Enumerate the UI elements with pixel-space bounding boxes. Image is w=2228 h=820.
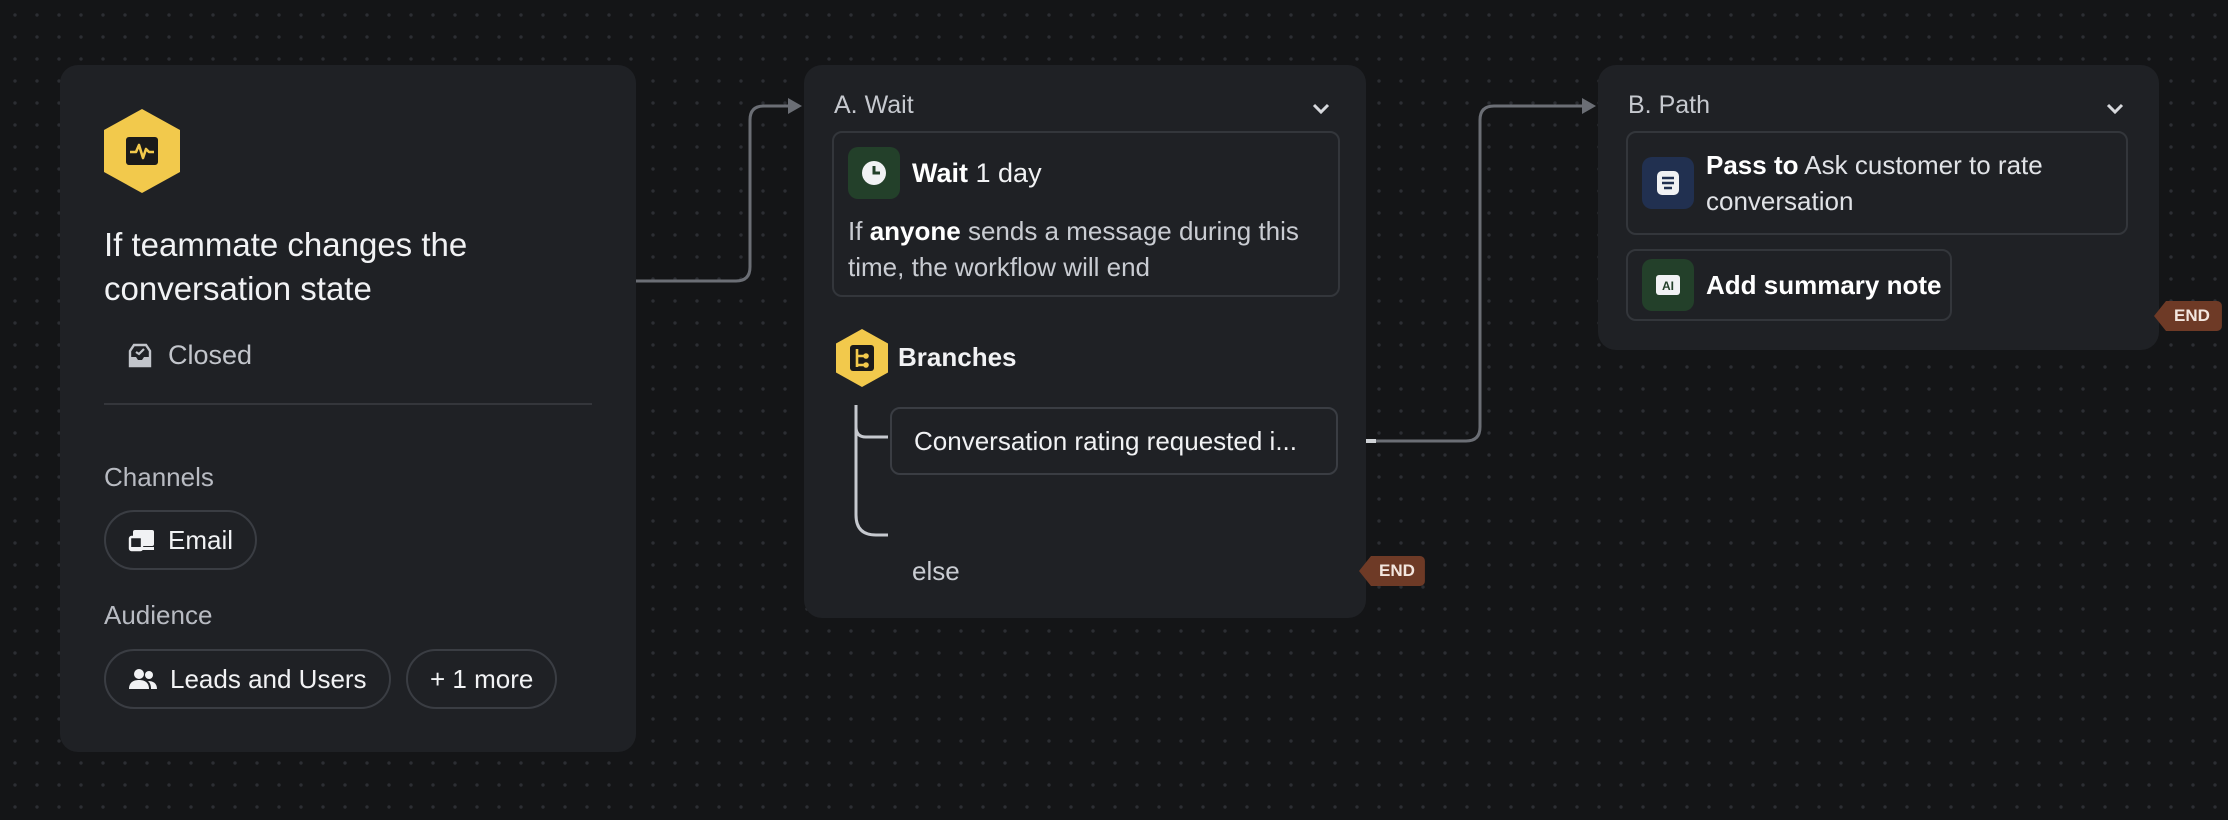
branches-label: Branches: [898, 342, 1017, 372]
trigger-card[interactable]: If teammate changes the conversation sta…: [60, 65, 636, 752]
note-label: Add summary note: [1706, 270, 1942, 300]
email-icon: [128, 530, 154, 552]
audience-label: Audience: [104, 600, 213, 630]
wait-icon-tile: [848, 147, 900, 199]
svg-text:AI: AI: [1662, 279, 1674, 293]
else-branch[interactable]: else: [912, 556, 960, 586]
pass-target-line1: Ask customer to rate: [1804, 150, 2043, 180]
audience-more-pill[interactable]: + 1 more: [406, 649, 558, 709]
branch-icon: [850, 345, 874, 371]
divider: [104, 403, 592, 405]
pass-target-line2: conversation: [1706, 186, 1854, 216]
channel-pill-email[interactable]: Email: [104, 510, 258, 570]
step-header: A. Wait: [834, 91, 914, 119]
state-row: Closed: [126, 340, 252, 371]
activity-pulse-icon: [126, 137, 158, 165]
audience-more-text: + 1 more: [430, 663, 534, 694]
chevron-down-icon[interactable]: [1310, 91, 1332, 127]
connector-arrowhead: [1582, 98, 1596, 114]
branch-condition[interactable]: Conversation rating requested i...: [890, 407, 1338, 475]
wait-duration: 1 day: [975, 158, 1042, 188]
wait-description: If anyone sends a message during this ti…: [848, 213, 1328, 285]
pass-label: Pass to: [1706, 150, 1799, 180]
note-icon-tile: AI: [1642, 259, 1694, 311]
state-label: Closed: [168, 340, 253, 370]
channel-label: Email: [168, 524, 234, 555]
connector-trigger-to-wait: [636, 104, 790, 283]
users-icon: [129, 669, 157, 689]
wait-step-box[interactable]: Wait 1 day If anyone sends a message dur…: [832, 131, 1340, 297]
ai-icon: AI: [1656, 275, 1680, 295]
channels-label: Channels: [104, 462, 214, 492]
wait-step-card[interactable]: A. Wait Wait 1 day If anyone sends a mes…: [804, 65, 1366, 618]
desc-prefix: If: [848, 216, 863, 246]
connector-branch-to-path: [1336, 104, 1584, 443]
path-step-card[interactable]: B. Path Pass to Ask customer to rate con…: [1598, 65, 2159, 350]
branches-badge: [836, 329, 888, 387]
wait-label: Wait: [912, 158, 968, 188]
desc-emphasis: anyone: [869, 216, 961, 246]
trigger-title: If teammate changes the conversation sta…: [104, 226, 468, 307]
connector-arrowhead: [788, 98, 802, 114]
desc-line2: time, the workflow will end: [848, 252, 1150, 282]
wait-title: Wait 1 day: [912, 155, 1042, 191]
add-note-step[interactable]: AI Add summary note: [1626, 249, 1952, 321]
chevron-down-icon[interactable]: [2104, 91, 2126, 127]
end-tag: END: [1359, 556, 1425, 586]
audience-pill[interactable]: Leads and Users: [104, 649, 391, 709]
pass-icon-tile: [1642, 157, 1694, 209]
clock-icon: [862, 161, 886, 185]
pass-to-text: Pass to Ask customer to rate conversatio…: [1706, 147, 2106, 219]
branch-tree-lines: [854, 405, 888, 537]
desc-line1: sends a message during this: [967, 216, 1299, 246]
step-header: B. Path: [1628, 91, 1710, 119]
inbox-closed-icon: [128, 343, 152, 367]
audience-text: Leads and Users: [170, 663, 367, 694]
trigger-badge: [104, 109, 180, 193]
pass-to-step[interactable]: Pass to Ask customer to rate conversatio…: [1626, 131, 2128, 235]
end-tag: END: [2154, 301, 2222, 331]
database-icon: [1657, 171, 1679, 195]
